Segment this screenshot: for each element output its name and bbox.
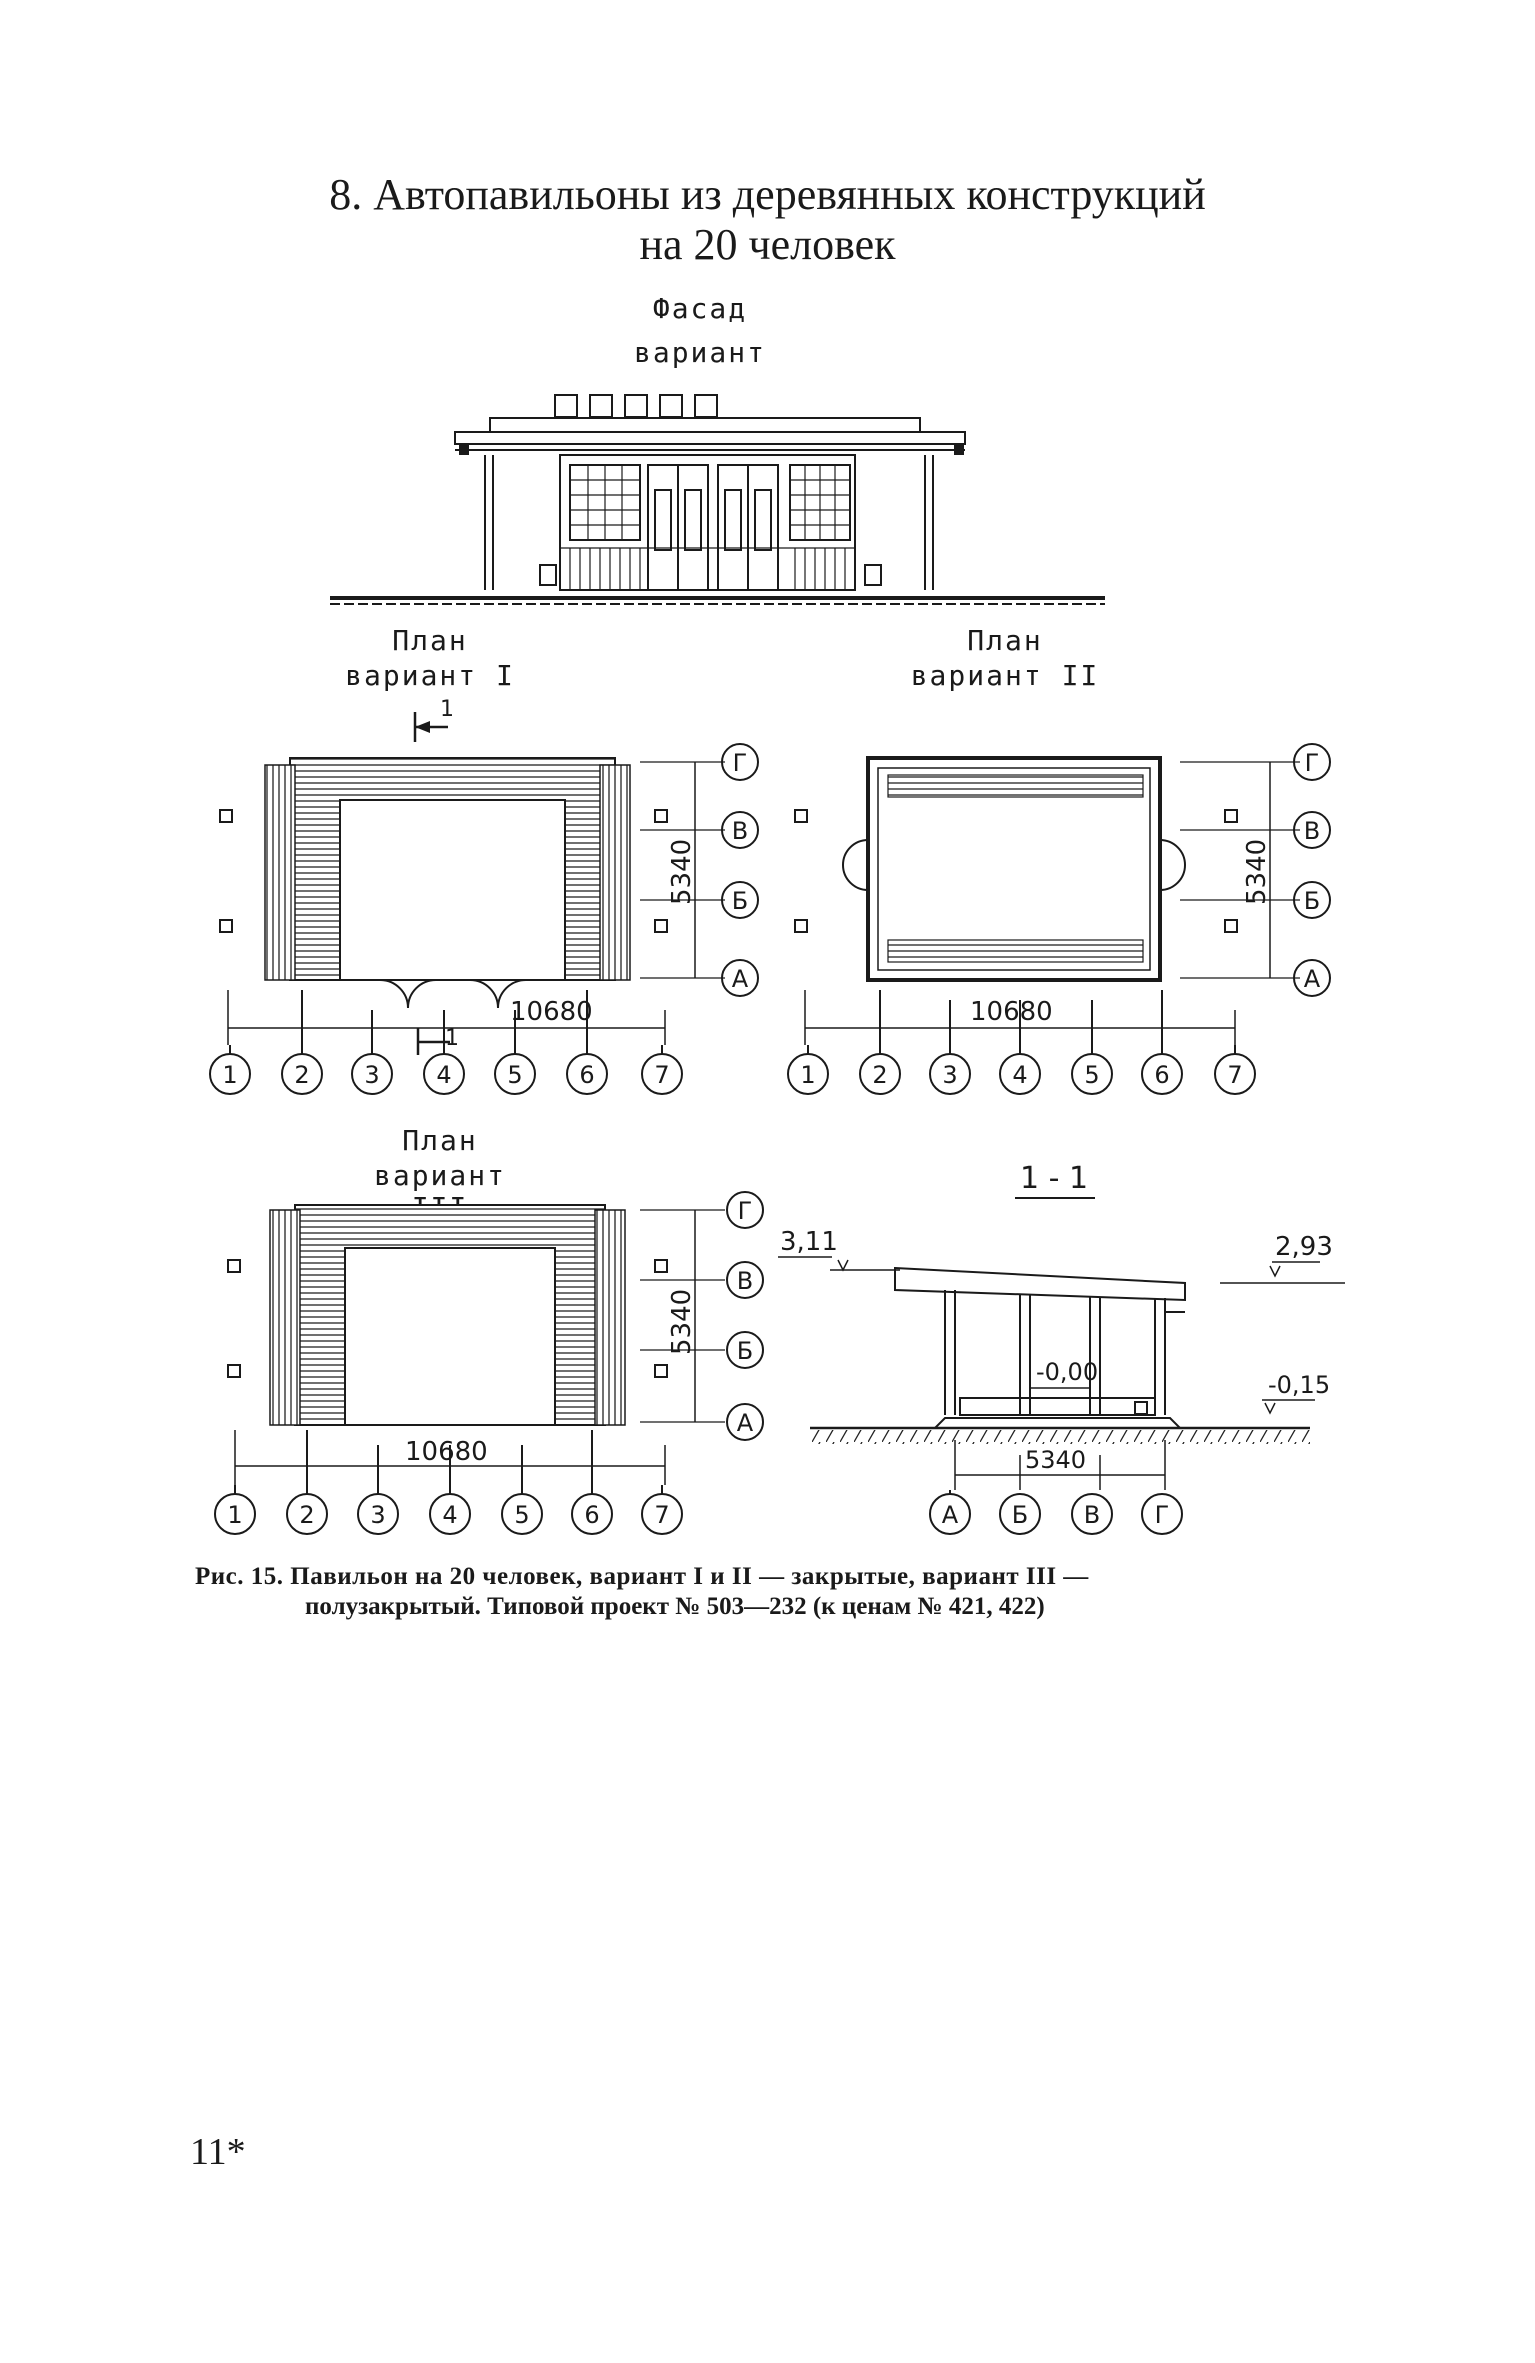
axis-4: 4 [442, 1501, 457, 1529]
axis-6: 6 [1154, 1061, 1169, 1089]
axis-A: А [942, 1501, 959, 1529]
plan2-variant-label: вариант II [910, 659, 1100, 692]
axis-B: Б [732, 887, 748, 915]
section-level-floor: -0,00 [1036, 1358, 1098, 1386]
section-width-dimension: 5340 [1025, 1446, 1086, 1474]
axis-3: 3 [370, 1501, 385, 1529]
plan2-label: План [967, 624, 1043, 657]
axis-V: В [1304, 817, 1320, 845]
axis-B: Б [1304, 887, 1320, 915]
plan2-drawing: 10680 5340 [794, 756, 1300, 1045]
figure-caption: Рис. 15. Павильон на 20 человек, вариант… [195, 1562, 1345, 1622]
plan1-drawing: 1 1 10680 5340 [219, 697, 725, 1055]
axis-6: 6 [579, 1061, 594, 1089]
plan1-variant-label: вариант I [345, 659, 515, 692]
axis-5: 5 [514, 1501, 529, 1529]
section-level-roof-right: 2,93 [1275, 1232, 1333, 1262]
axis-4: 4 [1012, 1061, 1027, 1089]
plan3-label: План [402, 1124, 478, 1157]
section-letter-axes: А Б В Г [929, 1490, 1183, 1535]
page-subtitle: на 20 человек [639, 220, 896, 269]
plan3-width-dimension: 5340 [667, 1289, 697, 1355]
axis-2: 2 [872, 1061, 887, 1089]
plan1-length-dimension: 10680 [510, 997, 593, 1027]
axis-2: 2 [299, 1501, 314, 1529]
axis-G: Г [1305, 749, 1320, 777]
axis-B: Б [1012, 1501, 1028, 1529]
axis-A: А [732, 965, 749, 993]
plan1-section-mark-bottom: 1 [445, 1026, 459, 1051]
axis-V: В [732, 817, 748, 845]
plan2-width-dimension: 5340 [1242, 839, 1272, 905]
plan1-letter-axes: Г В Б А [721, 743, 759, 997]
section-level-ground: -0,15 [1268, 1371, 1330, 1399]
axis-6: 6 [584, 1501, 599, 1529]
facade-label: Фасад [652, 292, 748, 325]
axis-3: 3 [364, 1061, 379, 1089]
plan1-axes: 1 2 3 4 5 6 7 [209, 990, 683, 1095]
plan2-axes: 1 2 3 4 5 6 7 [787, 990, 1256, 1095]
axis-G: Г [733, 749, 748, 777]
axis-G: Г [738, 1197, 753, 1225]
axis-7: 7 [654, 1501, 669, 1529]
page-title: 8. Автопавильоны из деревянных конструкц… [329, 170, 1206, 219]
axis-4: 4 [436, 1061, 451, 1089]
plan3-letter-axes: Г В Б А [726, 1191, 764, 1441]
facade-variant-label: вариант [633, 336, 766, 369]
axis-1: 1 [227, 1501, 242, 1529]
section-level-roof-left: 3,11 [780, 1227, 838, 1257]
axis-5: 5 [1084, 1061, 1099, 1089]
axis-1: 1 [222, 1061, 237, 1089]
axis-7: 7 [654, 1061, 669, 1089]
axis-G: Г [1155, 1501, 1170, 1529]
plan2-length-dimension: 10680 [970, 997, 1053, 1027]
axis-V: В [1084, 1501, 1100, 1529]
axis-A: А [1304, 965, 1321, 993]
axis-1: 1 [800, 1061, 815, 1089]
axis-A: А [737, 1409, 754, 1437]
axis-7: 7 [1227, 1061, 1242, 1089]
plan3-axes: 1 2 3 4 5 6 7 [214, 1430, 683, 1535]
axis-2: 2 [294, 1061, 309, 1089]
axis-3: 3 [942, 1061, 957, 1089]
plan1-label: План [392, 624, 468, 657]
plan1-width-dimension: 5340 [667, 839, 697, 905]
axis-V: В [737, 1267, 753, 1295]
facade-elevation [330, 394, 1105, 605]
section-label: 1 - 1 [1020, 1161, 1088, 1196]
plan1-section-mark-top: 1 [440, 697, 454, 722]
plan2-letter-axes: Г В Б А [1293, 743, 1331, 997]
plan3-drawing: 10680 5340 [227, 1204, 725, 1485]
page-number: 11* [190, 2131, 246, 2173]
caption-line-2: полузакрытый. Типовой проект № 503—232 (… [305, 1593, 1045, 1620]
section-drawing: 1 - 1 3,11 2,93 -0,00 -0,15 [778, 1161, 1345, 1490]
axis-B: Б [737, 1337, 753, 1365]
axis-5: 5 [507, 1061, 522, 1089]
plan3-length-dimension: 10680 [405, 1437, 488, 1467]
caption-line-1: Рис. 15. Павильон на 20 человек, вариант… [195, 1563, 1089, 1590]
